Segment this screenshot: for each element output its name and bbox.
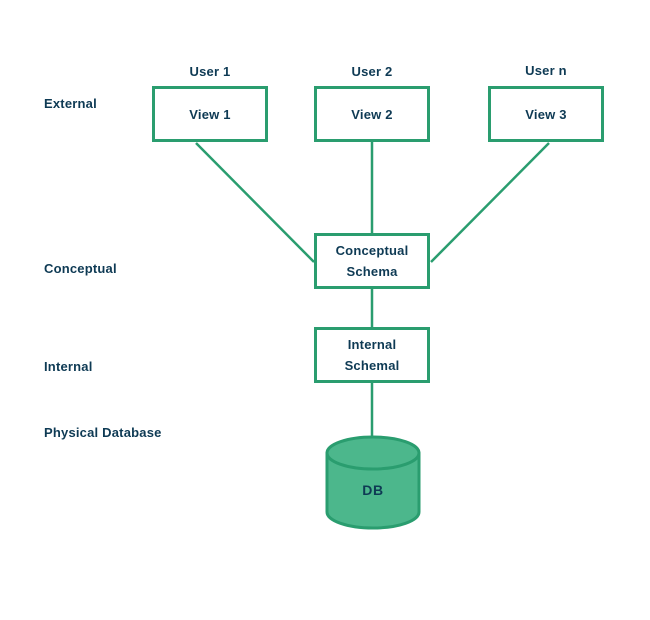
view1-box: View 1: [152, 86, 268, 142]
conceptual-schema-line1: Conceptual: [335, 243, 409, 258]
cylinder-body: [325, 451, 421, 530]
internal-schema-box: Internal Schemal: [314, 327, 430, 383]
user-n-label: User n: [525, 63, 567, 78]
internal-schema-line1: Internal: [347, 337, 397, 352]
layer-label-internal: Internal: [44, 359, 93, 374]
connector-view1-to-conceptual: [195, 142, 315, 263]
layer-label-conceptual: Conceptual: [44, 261, 117, 276]
connector-view3-to-conceptual: [430, 142, 550, 263]
cylinder-top: [325, 435, 421, 471]
user1-label: User 1: [189, 64, 231, 79]
view3-box: View 3: [488, 86, 604, 142]
view1-box-label: View 1: [189, 106, 231, 122]
layer-label-external: External: [44, 96, 97, 111]
view2-box-label: View 2: [351, 106, 393, 122]
layer-label-physical-database: Physical Database: [44, 425, 162, 440]
user2-label: User 2: [351, 64, 393, 79]
view2-box: View 2: [314, 86, 430, 142]
view3-box-label: View 3: [525, 106, 567, 122]
database-cylinder-icon: [325, 435, 421, 530]
internal-schema-line2: Schemal: [344, 358, 400, 373]
conceptual-schema-box: Conceptual Schema: [314, 233, 430, 289]
db-label: DB: [362, 482, 384, 498]
conceptual-schema-line2: Schema: [346, 264, 398, 279]
